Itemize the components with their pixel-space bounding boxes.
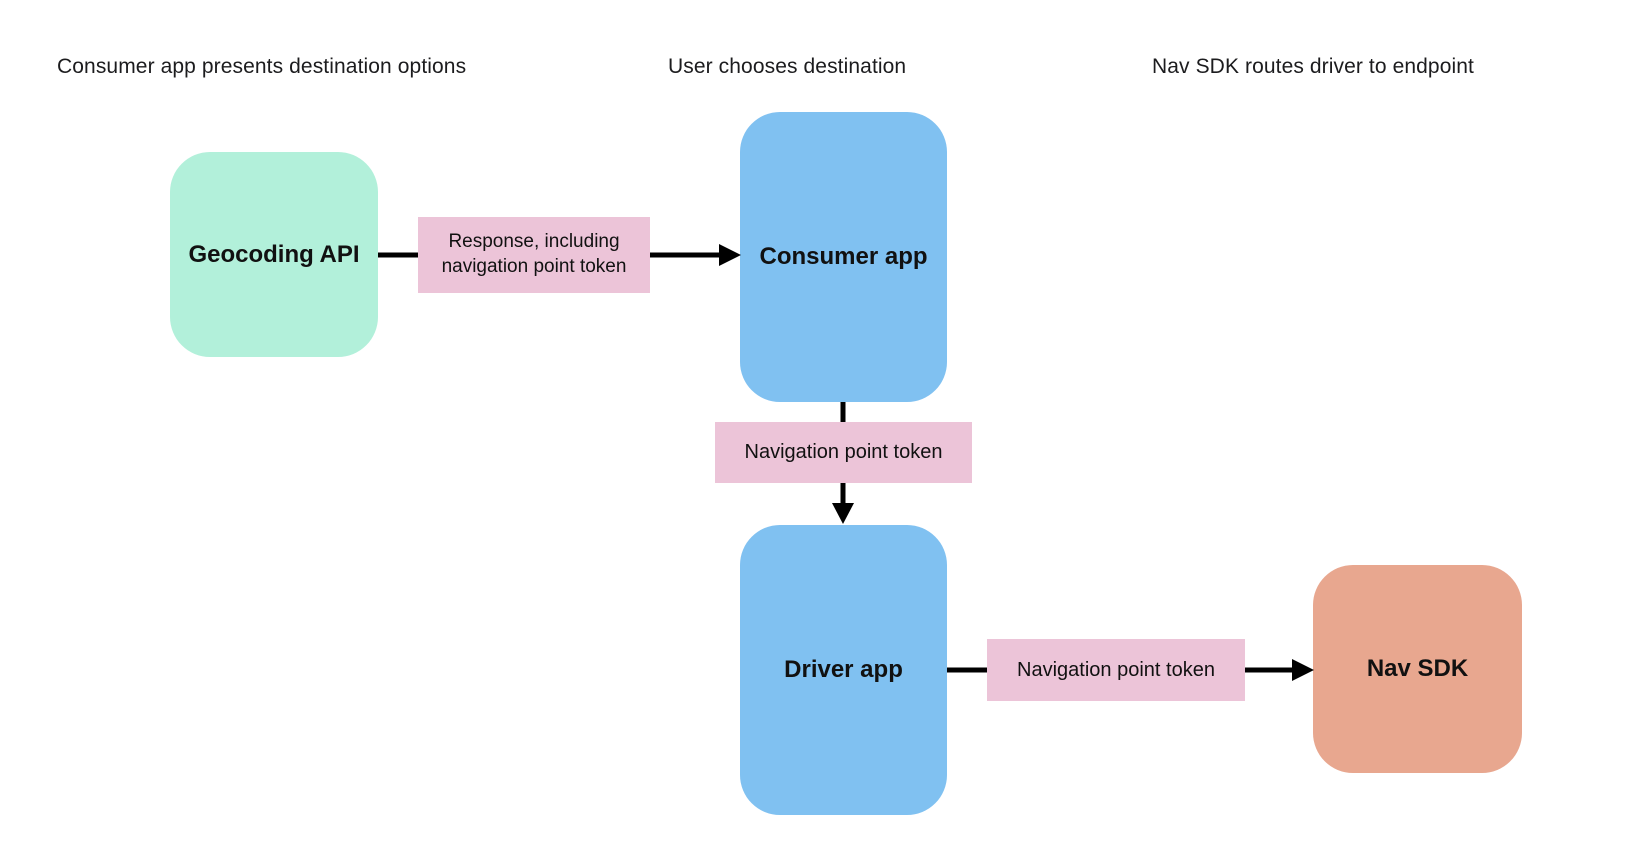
edge-label-navigation-point-token-horizontal: Navigation point token [987, 639, 1245, 701]
node-label: Driver app [784, 656, 903, 683]
stage-header-chooses-destination: User chooses destination [668, 55, 907, 78]
node-nav-sdk: Nav SDK [1313, 565, 1522, 773]
edge-label-navigation-point-token-vertical: Navigation point token [715, 422, 972, 483]
stage-header-presents-options: Consumer app presents destination option… [57, 55, 467, 78]
node-geocoding-api: Geocoding API [170, 152, 378, 357]
stage-header-routes-driver: Nav SDK routes driver to endpoint [1152, 55, 1474, 78]
arrowhead-right-icon [719, 244, 741, 266]
node-label: Consumer app [759, 243, 928, 270]
node-label: Geocoding API [188, 240, 360, 268]
edge-label-response-including-token: Response, including navigation point tok… [418, 217, 650, 293]
node-driver-app: Driver app [740, 525, 947, 815]
node-consumer-app: Consumer app [740, 112, 947, 402]
arrow-driver-to-navsdk [947, 659, 1314, 681]
arrowhead-down-icon [832, 503, 854, 524]
arrow-geocoding-to-consumer [378, 244, 741, 266]
node-label: Nav SDK [1366, 655, 1469, 682]
arrowhead-right-icon [1292, 659, 1314, 681]
